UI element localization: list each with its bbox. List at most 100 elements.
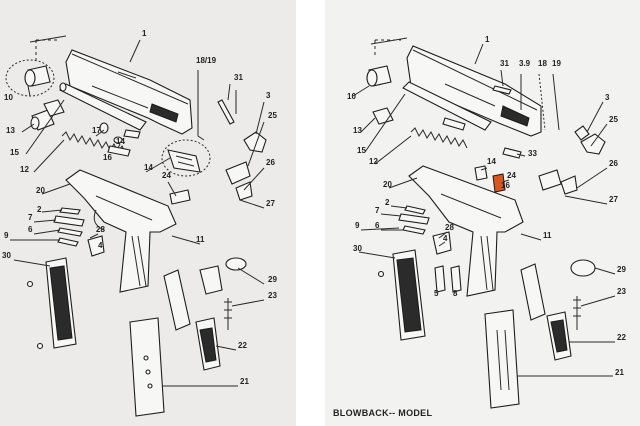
part-number-label: 28	[96, 225, 105, 234]
part-29	[570, 259, 596, 277]
part-number-label: 3.9	[519, 59, 531, 68]
sear	[225, 161, 251, 185]
rod-line	[197, 70, 205, 141]
alignment-line	[29, 35, 67, 43]
part-number-label: 28	[445, 223, 454, 232]
part-number-label: 27	[266, 199, 275, 208]
mag-base-fill	[199, 327, 217, 363]
part-number-label: 19	[552, 59, 561, 68]
part-number-label: 14	[487, 157, 496, 166]
barrel-muzzle	[59, 82, 67, 92]
part-number-label: 16	[103, 153, 112, 162]
slide-window	[91, 85, 149, 109]
grip-screw	[377, 270, 385, 278]
part-18-line	[538, 73, 546, 131]
grip-screw	[26, 280, 34, 288]
recoil-plug	[372, 107, 394, 125]
part-number-label: 16	[501, 181, 510, 190]
grip-checkering	[49, 265, 73, 341]
part-number-label: 7	[28, 213, 33, 222]
part-number-label: 24	[162, 171, 171, 180]
part-number-label: 7	[375, 206, 380, 215]
slide-stop	[398, 213, 430, 225]
extractor	[123, 129, 141, 139]
slide-stop	[53, 215, 85, 227]
pin-2	[404, 205, 426, 215]
magazine	[484, 309, 520, 409]
pin-2	[59, 207, 81, 215]
trigger-guard	[93, 209, 105, 231]
model-caption: BLOWBACK-- MODEL	[333, 408, 433, 418]
part-number-label: 6	[28, 225, 33, 234]
alignment-line	[370, 37, 408, 45]
part-number-label: 31	[500, 59, 509, 68]
magazine	[129, 317, 165, 417]
magazine-window	[496, 329, 510, 391]
part-29	[225, 257, 247, 271]
link	[99, 122, 109, 134]
recoil-guide	[43, 99, 65, 117]
part-number-label: 30	[2, 251, 11, 260]
part-number-label: 5	[434, 289, 439, 298]
grip-screw-lower	[36, 342, 44, 350]
part-number-label: 9	[355, 221, 360, 230]
barrel	[402, 81, 492, 131]
right-diagram-svg: 1313.91819103132515331214262016242277962…	[347, 35, 626, 409]
frame-grip-slot	[131, 235, 147, 287]
firing-pin	[107, 145, 131, 157]
firing-pin-stop	[113, 136, 123, 144]
part-number-label: 3	[266, 91, 271, 100]
pin-6	[57, 227, 83, 237]
part-number-label: 8	[453, 289, 458, 298]
part-number-label: 15	[357, 146, 366, 155]
disconnector	[560, 175, 578, 195]
part-number-label: 9	[4, 231, 9, 240]
leader-lines	[352, 43, 616, 377]
right-parts-drawing	[352, 37, 616, 409]
ejection-port	[117, 71, 137, 79]
mag-base-fill	[550, 319, 568, 353]
slide-top-line	[412, 49, 538, 111]
part-number-label: 13	[353, 126, 362, 135]
part-number-label: 18/19	[196, 56, 217, 65]
part-number-label: 10	[4, 93, 13, 102]
trigger	[432, 231, 452, 255]
part-number-label: 14	[116, 137, 125, 146]
part-number-label: 11	[543, 231, 552, 240]
pin-31	[492, 85, 512, 95]
bushing-end	[366, 69, 378, 87]
part-number-label: 2	[385, 198, 390, 207]
part-number-label: 13	[6, 126, 15, 135]
pin-6	[402, 225, 426, 235]
part-number-label: 23	[268, 291, 277, 300]
firing-group-circle	[161, 139, 211, 177]
part-19-line	[552, 73, 560, 131]
part-number-label: 21	[615, 368, 624, 377]
part-number-label: 18	[538, 59, 547, 68]
plug-end	[30, 116, 40, 130]
mag-hole-1	[143, 355, 149, 361]
pin-9	[57, 237, 79, 247]
part-number-label: 3	[605, 93, 610, 102]
slide-serrations	[149, 103, 179, 123]
part-number-label: 20	[36, 186, 45, 195]
leader-lines	[10, 39, 265, 387]
part-33	[502, 147, 522, 159]
part-number-label: 26	[266, 158, 275, 167]
trigger	[87, 235, 105, 257]
part-number-label: 1	[142, 29, 147, 38]
frame-rail	[440, 193, 502, 219]
firing-pin	[442, 117, 466, 131]
part-number-label: 22	[617, 333, 626, 342]
mainspring-cap	[199, 265, 223, 295]
frame-grip-slot	[480, 235, 494, 291]
frame	[408, 165, 524, 297]
alignment-dash	[35, 39, 60, 60]
part-number-label: 10	[347, 92, 356, 101]
part-number-label: 23	[617, 287, 626, 296]
part-number-label: 4	[98, 241, 103, 250]
hammer	[243, 131, 267, 153]
